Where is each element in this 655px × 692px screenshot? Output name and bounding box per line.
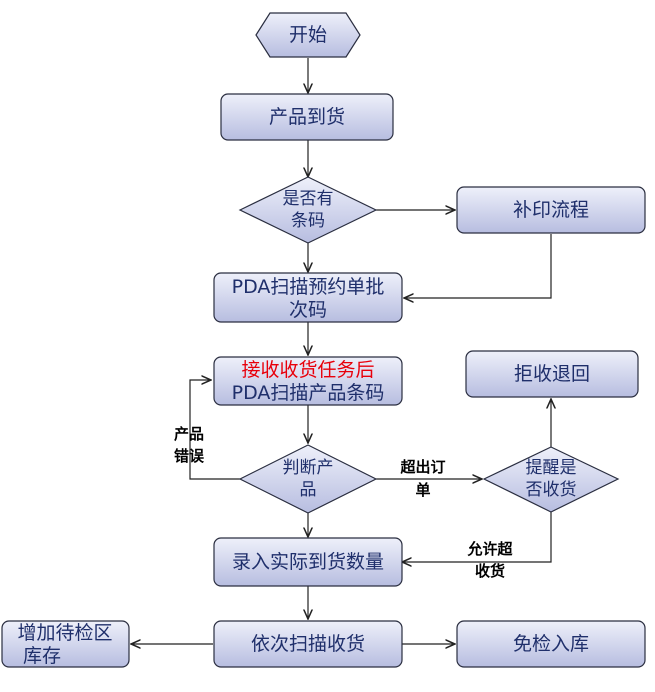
reject-label: 拒收退回 <box>514 363 590 385</box>
scan-batch-node <box>213 272 403 323</box>
reprint-node <box>456 186 646 234</box>
pending-label-line1: 增加待检区 <box>17 622 112 644</box>
over-order-label-line2: 单 <box>415 481 430 499</box>
has-barcode-label-line2: 条码 <box>291 211 325 231</box>
edge-judge-wrong-loop <box>189 380 240 480</box>
reprint-label: 补印流程 <box>513 199 589 221</box>
allow-over-label-line1: 允许超 <box>466 540 513 558</box>
enter-qty-label: 录入实际到货数量 <box>232 551 384 573</box>
connectors <box>131 58 551 644</box>
start-label: 开始 <box>289 24 327 46</box>
exempt-node <box>456 620 646 668</box>
receive-seq-label: 依次扫描收货 <box>251 633 365 655</box>
has-barcode-decision <box>238 176 378 244</box>
edge-remind-to-enter-qty <box>402 512 552 562</box>
remind-label-line2: 否收货 <box>526 480 577 500</box>
wrong-product-label-line1: 产品 <box>174 425 204 443</box>
remind-label-line1: 提醒是 <box>526 458 577 478</box>
arrival-node <box>220 93 394 141</box>
judge-label-line2: 品 <box>300 480 317 500</box>
allow-over-label-line2: 收货 <box>475 562 505 580</box>
receive-task-label: 接收收货任务后 <box>241 359 374 381</box>
scan-product-node <box>213 356 403 406</box>
judge-label-line1: 判断产 <box>283 458 334 478</box>
scan-product-label: PDA扫描产品条码 <box>232 382 385 404</box>
receive-seq-node <box>213 620 403 668</box>
edge-reprint-to-scan-batch <box>404 234 552 298</box>
arrival-label: 产品到货 <box>269 106 345 128</box>
remind-decision <box>482 446 620 513</box>
scan-batch-label-line1: PDA扫描预约单批 <box>232 276 385 298</box>
judge-product-decision <box>238 444 378 514</box>
start-node <box>255 12 361 58</box>
pending-node <box>1 620 130 668</box>
over-order-label-line1: 超出订 <box>399 458 445 476</box>
pending-label-line2: 库存 <box>23 645 61 667</box>
wrong-product-label-line2: 错误 <box>174 447 205 465</box>
reject-node <box>465 350 639 398</box>
has-barcode-label-line1: 是否有 <box>283 189 334 209</box>
scan-batch-label-line2: 次码 <box>289 299 327 321</box>
exempt-label: 免检入库 <box>513 633 589 655</box>
enter-qty-node <box>213 537 403 587</box>
